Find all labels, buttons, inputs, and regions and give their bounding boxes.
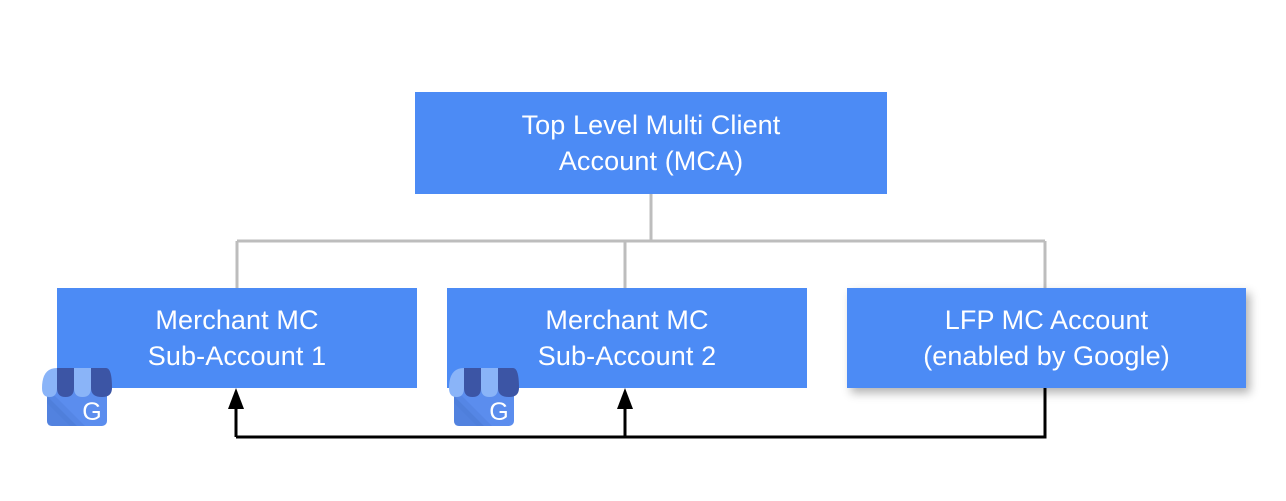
google-business-profile-storefront-icon: G bbox=[42, 368, 112, 426]
node-top-level-mca[interactable]: Top Level Multi Client Account (MCA) bbox=[415, 92, 887, 194]
node-merchant-sub-account-1[interactable]: Merchant MC Sub-Account 1 bbox=[57, 288, 417, 388]
arrowhead-sub2 bbox=[617, 388, 633, 409]
node-lfp-mc-account-line1: LFP MC Account bbox=[944, 305, 1149, 335]
arrowhead-sub1 bbox=[228, 388, 244, 409]
flow-path-lfp-bus bbox=[236, 388, 1047, 439]
google-g-letter: G bbox=[489, 398, 508, 426]
node-lfp-mc-account[interactable]: LFP MC Account (enabled by Google) bbox=[847, 288, 1246, 388]
node-lfp-mc-account-line2: (enabled by Google) bbox=[923, 341, 1170, 371]
node-merchant-sub-account-2-line1: Merchant MC bbox=[545, 305, 709, 335]
node-merchant-sub-account-1-line1: Merchant MC bbox=[155, 305, 319, 335]
svg-text:G: G bbox=[489, 398, 508, 426]
node-merchant-sub-account-1-line2: Sub-Account 1 bbox=[147, 341, 327, 371]
google-business-profile-storefront-icon: G bbox=[449, 368, 519, 426]
node-merchant-sub-account-2-line2: Sub-Account 2 bbox=[537, 341, 717, 371]
google-g-letter: G bbox=[82, 398, 101, 426]
node-top-level-mca-line1: Top Level Multi Client bbox=[521, 110, 781, 140]
svg-text:G: G bbox=[82, 398, 101, 426]
node-top-level-mca-line2: Account (MCA) bbox=[558, 146, 744, 176]
